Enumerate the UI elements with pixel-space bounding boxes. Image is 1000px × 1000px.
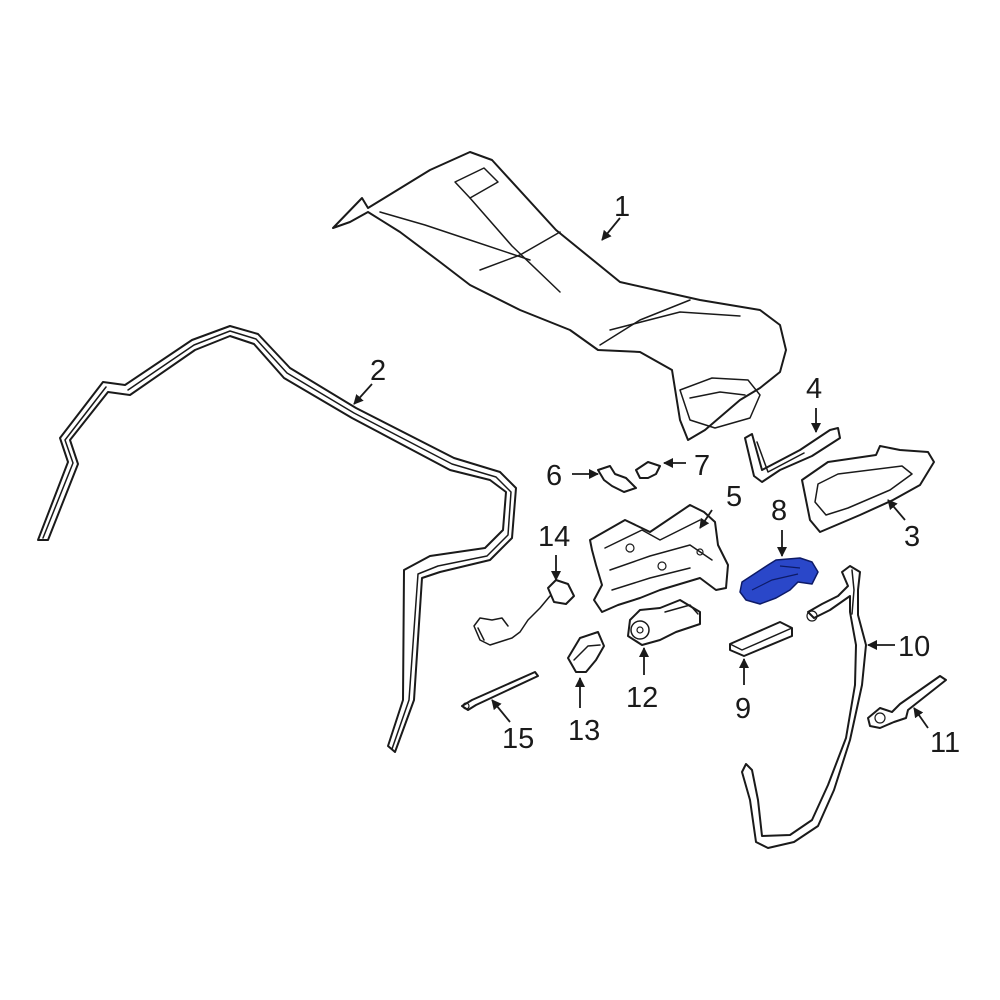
callout-12: 12 <box>626 682 658 714</box>
callout-11: 11 <box>930 727 960 759</box>
callout-8: 8 <box>771 495 787 527</box>
leader-lines <box>353 217 929 729</box>
part-12-actuator[interactable] <box>627 599 701 646</box>
part-10-cable[interactable] <box>741 565 867 849</box>
callout-7: 7 <box>694 450 710 482</box>
part-2-weatherstrip[interactable] <box>37 325 517 753</box>
part-3-trim-panel[interactable] <box>801 445 935 533</box>
callout-14: 14 <box>538 521 570 553</box>
part-8-highlighted[interactable] <box>739 557 819 605</box>
part-5-latch-bracket[interactable] <box>589 504 729 613</box>
part-14-harness[interactable] <box>473 579 575 646</box>
part-7-clip[interactable] <box>635 461 661 479</box>
callout-13: 13 <box>568 715 600 747</box>
part-9-pad[interactable] <box>729 621 793 657</box>
callout-1: 1 <box>614 191 630 223</box>
part-15-rod[interactable] <box>461 671 539 711</box>
callout-4: 4 <box>806 373 822 405</box>
callout-10: 10 <box>898 631 930 663</box>
part-11-rod[interactable] <box>867 675 947 729</box>
callout-9: 9 <box>735 693 751 725</box>
part-1-trunk-lid[interactable] <box>332 151 787 441</box>
callout-6: 6 <box>546 460 562 492</box>
part-4-strip[interactable] <box>744 427 841 483</box>
callout-labels: 1 2 3 4 5 6 7 8 9 10 11 12 13 14 15 <box>370 191 960 759</box>
callout-15: 15 <box>502 723 534 755</box>
callout-2: 2 <box>370 355 386 387</box>
part-6-clip[interactable] <box>597 465 637 493</box>
callout-5: 5 <box>726 481 742 513</box>
callout-3: 3 <box>904 521 920 553</box>
part-13-bracket[interactable] <box>567 631 605 673</box>
